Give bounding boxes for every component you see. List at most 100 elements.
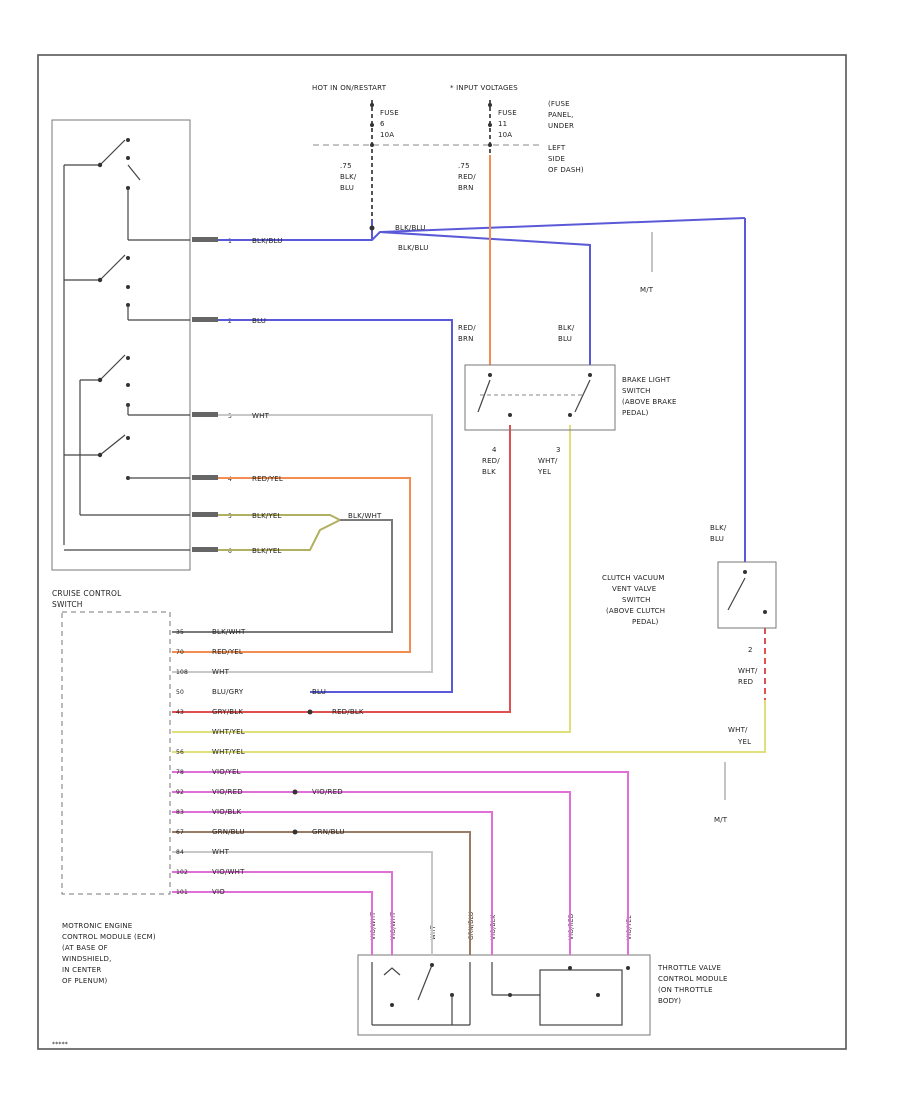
drop-label: VIO/YEL [626, 915, 633, 940]
brake-out-right-1: 3 [556, 446, 561, 454]
fuse-panel-line5: SIDE [548, 155, 565, 163]
splice-label-2: BLK/BLU [398, 244, 429, 252]
ecm-title-6: OF PLENUM) [62, 977, 108, 985]
ecm-pin-num: 43 [176, 709, 184, 716]
brake-title-1: BRAKE LIGHT [622, 376, 671, 384]
wire-blk-blu-top [218, 217, 746, 241]
ecm-box [61, 611, 171, 895]
throttle-title-1: THROTTLE VALVE [657, 964, 721, 972]
wire-label-blu: BLU [252, 317, 266, 325]
clutch-in-1: BLK/ [710, 524, 727, 532]
fuse-left-line3: 10A [380, 131, 394, 139]
clutch-title-3: SWITCH [622, 596, 651, 604]
wire-label-blk-blu-1: BLK/BLU [252, 237, 283, 245]
wire-label-wht: WHT [252, 412, 270, 420]
fuse-11-icon [488, 100, 492, 155]
clutch-lower-1: WHT/ [728, 726, 748, 734]
clutch-out-2: WHT/ [738, 667, 758, 675]
brake-in-right-2: BLU [558, 335, 572, 343]
wire-blu [218, 319, 453, 693]
wire-wht-yel-brake [172, 425, 571, 733]
fuse-panel-line3: UNDER [548, 122, 574, 130]
wire-blk-yel-2 [218, 519, 341, 551]
clutch-title-2: VENT VALVE [612, 585, 656, 593]
cruise-switch-title-line2: SWITCH [52, 600, 83, 609]
left-feed-color2: BLU [340, 184, 354, 192]
wire-grn-blu [172, 831, 471, 888]
wire-vio-wht [172, 871, 393, 888]
ecm-pin-wire: VIO/YEL [212, 768, 241, 776]
ecm-pin-num: 56 [176, 749, 184, 756]
ecm-pin-far: RED/BLK [332, 708, 364, 716]
wire-vio [172, 891, 373, 900]
fuse-right-line2: 11 [498, 120, 507, 128]
ecm-title-3: (AT BASE OF [62, 944, 108, 952]
wire-vio-blk [172, 811, 493, 888]
fuse-panel-line4: LEFT [548, 144, 566, 152]
splice-label-1: BLK/BLU [395, 224, 426, 232]
brake-out-right-3: YEL [537, 468, 551, 476]
brake-in-left-2: BRN [458, 335, 474, 343]
ecm-pin-wire: BLK/WHT [212, 628, 246, 636]
right-feed-gauge: .75 [458, 162, 470, 170]
brake-in-left-1: RED/ [458, 324, 476, 332]
throttle-drop-wires [371, 888, 629, 955]
fuse-6-icon [370, 100, 374, 220]
fuse-panel-line6: OF DASH) [548, 166, 584, 174]
brake-out-right-2: WHT/ [538, 457, 558, 465]
c1-pin-3: 3 [228, 413, 232, 420]
wire-label-blk-wht: BLK/WHT [348, 512, 382, 520]
wire-label-red-yel: RED/YEL [252, 475, 283, 483]
clutch-out-3: RED [738, 678, 753, 686]
ecm-pin-wire: GRN/BLU [212, 828, 245, 836]
ecm-pin-num: 108 [176, 669, 188, 676]
ecm-pin-num: 35 [176, 629, 184, 636]
brake-title-4: PEDAL) [622, 409, 649, 417]
ecm-pin-num: 70 [176, 649, 184, 656]
ecm-pin-num: 78 [176, 769, 184, 776]
cruise-switch-box [51, 119, 191, 571]
ecm-pin-wire: WHT [212, 668, 230, 676]
ecm-pin-list: 35 BLK/WHT 70 RED/YEL 108 WHT 50 BLU/GRY… [176, 628, 364, 896]
ecm-pin-wire: WHT/YEL [212, 748, 245, 756]
wire-vio-red [172, 791, 571, 888]
ecm-pin-num: 101 [176, 889, 188, 896]
ecm-pin-wire: VIO/WHT [212, 868, 245, 876]
brake-title-3: (ABOVE BRAKE [622, 398, 677, 406]
throttle-title-4: BODY) [658, 997, 681, 1005]
right-feed-color1: RED/ [458, 173, 476, 181]
brake-out-left-1: 4 [492, 446, 497, 454]
ecm-pin-far: VIO/RED [312, 788, 343, 796]
fuse-right-line3: 10A [498, 131, 512, 139]
drop-label: VIO/BLK [490, 914, 497, 940]
clutch-switch-box [717, 561, 777, 629]
clutch-switch-contacts-icon [727, 570, 767, 614]
cruise-switch-title-line1: CRUISE CONTROL [52, 589, 122, 598]
diagram-frame [37, 54, 847, 1050]
cruise-switch-contacts-icon [63, 138, 190, 551]
c1-pin-4: 4 [228, 476, 232, 483]
splice-dots [292, 709, 313, 835]
mt-bottom-label: M/T [714, 816, 728, 824]
ecm-pin-num: 50 [176, 689, 184, 696]
throttle-internal-circuit-icon [371, 962, 630, 1026]
hot-label: HOT IN ON/RESTART [312, 84, 387, 92]
ecm-pin-wire: VIO/RED [212, 788, 243, 796]
left-feed-gauge: .75 [340, 162, 352, 170]
figure-code: ***** [52, 1041, 68, 1048]
fuse-panel-line1: (FUSE [548, 100, 570, 108]
ecm-pin-num: 102 [176, 869, 188, 876]
brake-switch-box [464, 364, 616, 431]
clutch-title-4: (ABOVE CLUTCH [606, 607, 665, 615]
wire-label-blk-yel-2: BLK/YEL [252, 547, 282, 555]
cruise-connector-icon [192, 237, 218, 552]
ecm-title-4: WINDSHIELD, [62, 955, 112, 963]
ecm-pin-num: 84 [176, 849, 184, 856]
clutch-title-1: CLUTCH VACUUM [602, 574, 665, 582]
clutch-out-1: 2 [748, 646, 753, 654]
brake-in-right-1: BLK/ [558, 324, 575, 332]
wire-wht-yel-clutch [172, 700, 766, 753]
wire-wht [172, 414, 433, 673]
fuse-panel-line2: PANEL, [548, 111, 574, 119]
